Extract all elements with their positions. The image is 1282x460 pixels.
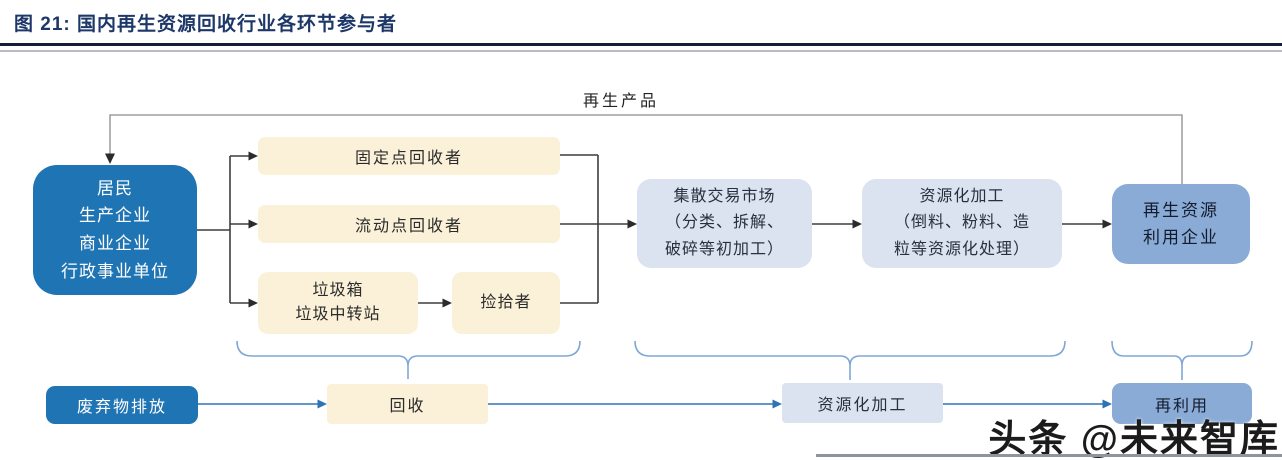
main-chain-arrowheads: [852, 219, 1112, 229]
stage-flow-arrowheads: [317, 399, 1112, 409]
arrow-right-icon: [772, 399, 782, 409]
mobile-point-recycler-box: 流动点回收者: [258, 205, 560, 243]
arrow-right-icon: [248, 219, 258, 229]
feedback-line: [105, 114, 1183, 184]
arrow-down-icon: [105, 153, 115, 164]
arrow-right-icon: [317, 399, 327, 409]
stage-recycle-label: 回收: [389, 398, 426, 415]
processing-line: 粒等资源化处理）: [893, 240, 1030, 258]
stage-braces: [236, 340, 1253, 380]
utilization-line: 利用企业: [1143, 228, 1219, 247]
picker-box: 捡拾者: [452, 272, 560, 334]
utilization-box: 再生资源 利用企业: [1112, 184, 1250, 264]
brace-processing: [634, 340, 1066, 380]
source-box: 居民 生产企业 商业企业 行政事业单位: [33, 165, 197, 295]
fixed-point-recycler-box: 固定点回收者: [258, 137, 560, 175]
source-branch-lines: [197, 155, 443, 304]
arrow-right-icon: [852, 219, 862, 229]
market-box: 集散交易市场 （分类、拆解、 破碎等初加工）: [637, 179, 812, 268]
stage-discharge-label: 废弃物排放: [76, 399, 167, 416]
market-line: 破碎等初加工）: [664, 240, 784, 258]
garbage-line: 垃圾中转站: [295, 306, 381, 323]
source-line: 行政事业单位: [61, 261, 169, 281]
title-underline-shadow: [0, 50, 1282, 52]
market-line: （分类、拆解、: [664, 214, 784, 232]
arrow-right-icon: [248, 151, 258, 161]
arrow-right-icon: [1102, 219, 1112, 229]
arrow-right-icon: [248, 298, 258, 308]
bottom-divider: [816, 454, 1282, 457]
source-line: 生产企业: [79, 206, 151, 226]
source-line: 居民: [97, 178, 133, 198]
stage-reuse-label: 再利用: [1154, 397, 1209, 415]
fixed-point-recycler-label: 固定点回收者: [354, 150, 463, 167]
processing-line: （倒料、粉料、造: [893, 214, 1030, 232]
arrow-right-icon: [627, 219, 637, 229]
stage-recycle-box: 回收: [327, 384, 488, 424]
merge-lines: [560, 154, 628, 304]
garbage-transfer-box: 垃圾箱 垃圾中转站: [258, 272, 418, 334]
stage-discharge-box: 废弃物排放: [46, 386, 198, 424]
feedback-label: 再生产品: [583, 93, 660, 110]
watermark: 头条 @未来智库: [988, 419, 1280, 460]
stage-reuse-box: 再利用: [1112, 383, 1252, 424]
title-underline: [0, 43, 1282, 46]
processing-line: 资源化加工: [919, 187, 1005, 205]
mobile-point-recycler-label: 流动点回收者: [354, 218, 463, 235]
stage-processing-box: 资源化加工: [782, 383, 943, 423]
garbage-line: 垃圾箱: [312, 282, 364, 299]
brace-reuse: [1111, 340, 1253, 380]
arrow-right-icon: [442, 298, 452, 308]
utilization-line: 再生资源: [1143, 200, 1219, 220]
processing-box: 资源化加工 （倒料、粉料、造 粒等资源化处理）: [862, 179, 1062, 268]
branch-arrowheads: [248, 151, 452, 308]
source-line: 商业企业: [79, 234, 151, 253]
picker-label: 捡拾者: [480, 294, 532, 311]
figure-title: 图 21: 国内再生资源回收行业各环节参与者: [14, 14, 398, 35]
brace-recycle: [236, 340, 581, 379]
stage-processing-label: 资源化加工: [817, 397, 908, 414]
arrow-right-icon: [1102, 399, 1112, 409]
market-line: 集散交易市场: [673, 187, 776, 205]
